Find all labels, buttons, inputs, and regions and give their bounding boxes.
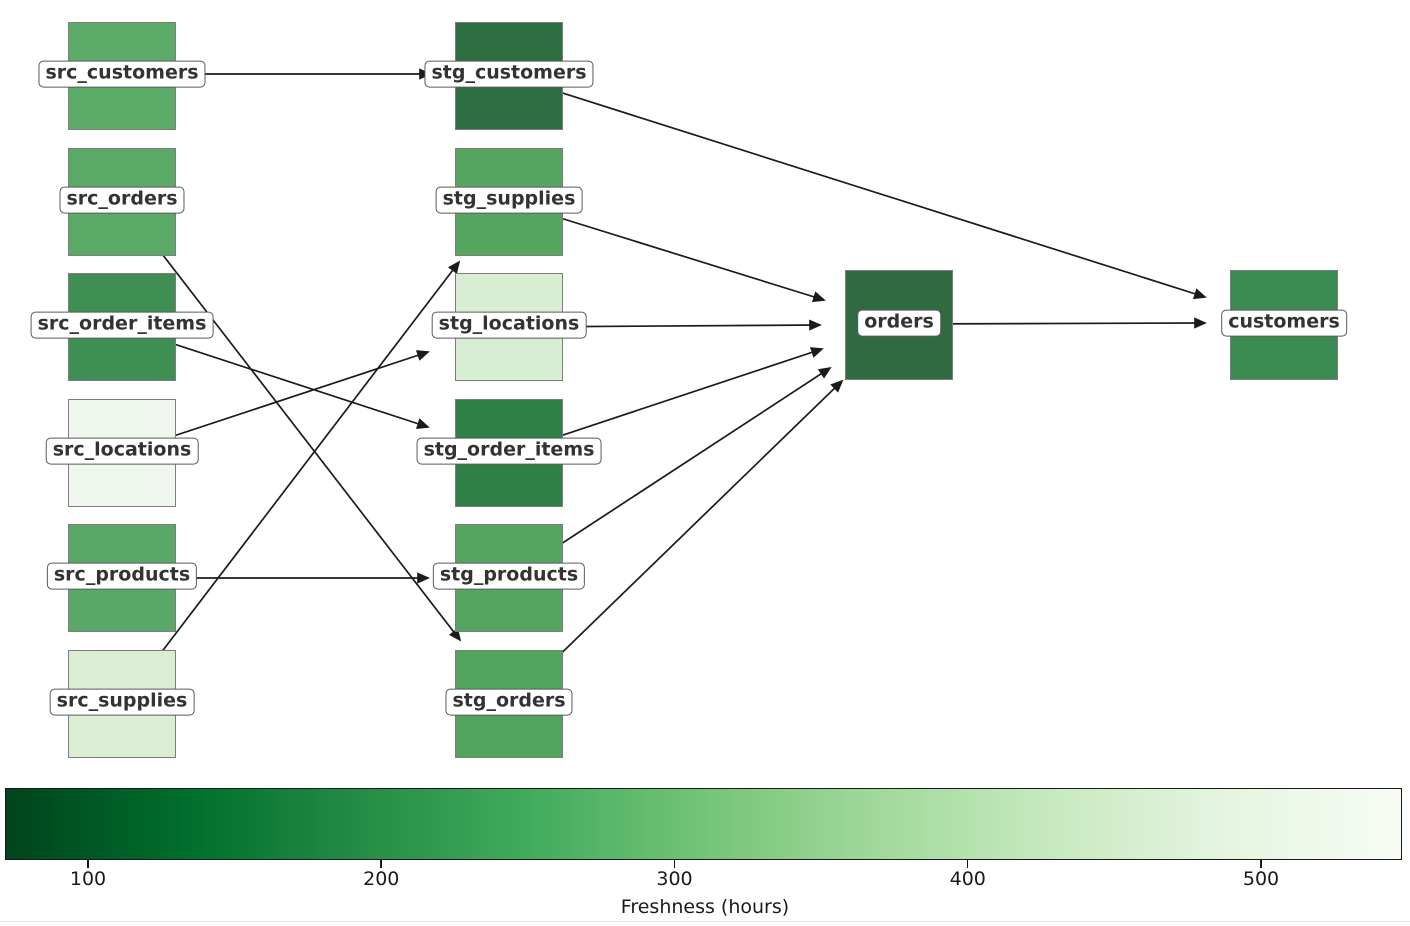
node-label-orders: orders	[857, 309, 941, 337]
edge-src_orders-to-stg_orders	[121, 201, 462, 642]
colorbar-tick-mark-500	[1260, 860, 1262, 868]
node-label-src_supplies: src_supplies	[49, 688, 195, 716]
node-label-customers: customers	[1221, 309, 1347, 337]
node-label-stg_supplies: stg_supplies	[435, 186, 583, 214]
colorbar-tick-mark-100	[87, 860, 89, 868]
edge-src_supplies-to-stg_supplies	[121, 260, 461, 705]
colorbar-tick-label-500: 500	[1242, 868, 1280, 890]
colorbar-tick-mark-400	[966, 860, 969, 868]
colorbar-axis-label: Freshness (hours)	[620, 896, 790, 918]
node-label-src_customers: src_customers	[38, 60, 206, 88]
node-label-src_products: src_products	[46, 562, 198, 590]
node-label-stg_customers: stg_customers	[424, 60, 594, 88]
edge-stg_customers-to-customers	[508, 75, 1207, 300]
node-label-src_order_items: src_order_items	[30, 311, 214, 339]
edge-stg_orders-to-orders	[508, 379, 844, 705]
node-label-src_locations: src_locations	[45, 437, 199, 465]
colorbar-gradient	[5, 788, 1402, 860]
colorbar-tick-label-400: 400	[949, 868, 986, 890]
colorbar-tick-label-200: 200	[363, 868, 400, 890]
node-label-stg_order_items: stg_order_items	[416, 437, 602, 465]
node-label-stg_locations: stg_locations	[431, 311, 587, 339]
colorbar-tick-mark-300	[673, 860, 676, 868]
colorbar-tick-mark-200	[380, 860, 382, 868]
node-label-src_orders: src_orders	[59, 186, 185, 214]
node-label-stg_products: stg_products	[432, 562, 586, 590]
colorbar-tick-label-100: 100	[69, 868, 107, 890]
colorbar-tick-label-300: 300	[656, 868, 693, 890]
bottom-divider	[0, 921, 1410, 922]
node-label-stg_orders: stg_orders	[445, 688, 573, 716]
